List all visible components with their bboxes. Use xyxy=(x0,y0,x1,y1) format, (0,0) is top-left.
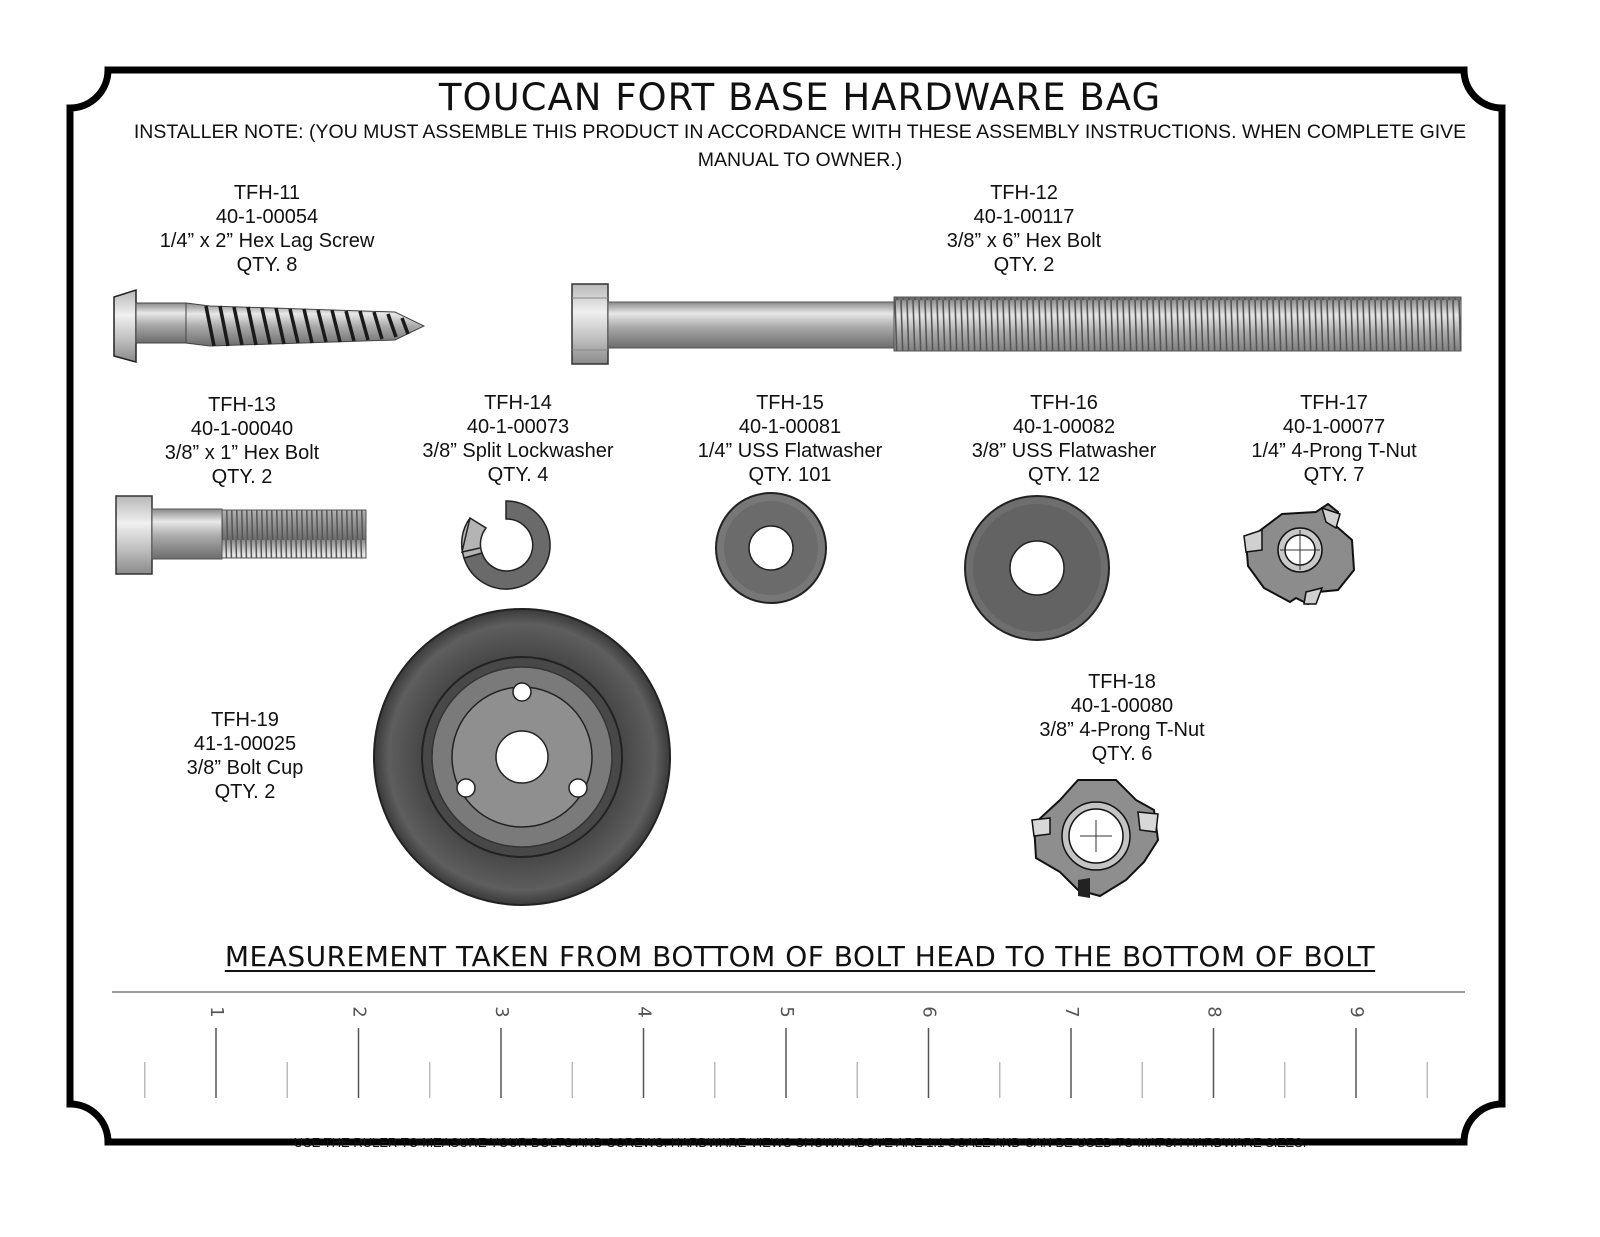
part-id: TFH-16 xyxy=(1030,392,1098,414)
part-number: 40-1-00080 xyxy=(1070,695,1174,717)
part-description: 1/4” x 2” Hex Lag Screw xyxy=(159,230,375,252)
part-number: 40-1-00081 xyxy=(738,416,842,438)
lag-screw-image xyxy=(113,288,426,363)
t-nut-three-eighths-image xyxy=(1031,779,1160,898)
ruler-number: 6 xyxy=(919,1006,940,1017)
part-description: 3/8” Bolt Cup xyxy=(186,757,304,779)
part-label-tfh-17: TFH-17 40-1-00077 1/4” 4-Prong T-Nut QTY… xyxy=(1184,391,1484,487)
part-number: 41-1-00025 xyxy=(193,733,297,755)
part-number: 40-1-00082 xyxy=(1012,416,1116,438)
ruler-number: 7 xyxy=(1061,1006,1082,1017)
part-description: 1/4” USS Flatwasher xyxy=(697,440,883,462)
part-id: TFH-11 xyxy=(233,182,301,204)
part-description: 3/8” x 6” Hex Bolt xyxy=(946,230,1102,252)
bolt-cup-image xyxy=(373,608,671,906)
part-number: 40-1-00054 xyxy=(215,206,319,228)
part-qty: QTY. 2 xyxy=(211,466,273,488)
footer-note: USE THE RULER TO MEASURE YOUR BOLTS AND … xyxy=(293,1135,1307,1150)
part-qty: QTY. 2 xyxy=(993,254,1055,276)
part-number: 40-1-00040 xyxy=(190,418,294,440)
part-qty: QTY. 6 xyxy=(1091,743,1153,765)
measurement-note-text: MEASUREMENT TAKEN FROM BOTTOM OF BOLT HE… xyxy=(224,940,1376,973)
part-id: TFH-12 xyxy=(990,182,1058,204)
part-label-tfh-18: TFH-18 40-1-00080 3/8” 4-Prong T-Nut QTY… xyxy=(972,670,1272,766)
part-qty: QTY. 4 xyxy=(487,464,549,486)
part-qty: QTY. 7 xyxy=(1303,464,1365,486)
long-hex-bolt-image xyxy=(571,283,1462,365)
part-description: 3/8” USS Flatwasher xyxy=(971,440,1157,462)
part-description: 1/4” 4-Prong T-Nut xyxy=(1251,440,1417,462)
measurement-note: MEASUREMENT TAKEN FROM BOTTOM OF BOLT HE… xyxy=(0,940,1600,973)
ruler-number: 1 xyxy=(206,1006,227,1017)
part-description: 3/8” Split Lockwasher xyxy=(422,440,614,462)
ruler-number: 5 xyxy=(776,1006,797,1017)
part-qty: QTY. 8 xyxy=(236,254,298,276)
part-id: TFH-17 xyxy=(1300,392,1368,414)
part-number: 40-1-00117 xyxy=(973,206,1075,228)
part-label-tfh-19: TFH-19 41-1-00025 3/8” Bolt Cup QTY. 2 xyxy=(95,708,395,804)
t-nut-quarter-image xyxy=(1243,502,1356,606)
part-number: 40-1-00077 xyxy=(1282,416,1386,438)
ruler-number: 3 xyxy=(491,1006,512,1017)
part-label-tfh-11: TFH-11 40-1-00054 1/4” x 2” Hex Lag Scre… xyxy=(117,181,417,277)
part-description: 3/8” x 1” Hex Bolt xyxy=(164,442,320,464)
part-qty: QTY. 101 xyxy=(748,464,832,486)
part-label-tfh-14: TFH-14 40-1-00073 3/8” Split Lockwasher … xyxy=(368,391,668,487)
part-description: 3/8” 4-Prong T-Nut xyxy=(1039,719,1205,741)
flatwasher-quarter-image xyxy=(715,492,827,604)
part-id: TFH-19 xyxy=(211,709,279,731)
part-label-tfh-13: TFH-13 40-1-00040 3/8” x 1” Hex Bolt QTY… xyxy=(92,393,392,489)
part-qty: QTY. 2 xyxy=(214,781,276,803)
split-lockwasher-image xyxy=(460,500,551,590)
part-id: TFH-13 xyxy=(208,394,276,416)
ruler-number: 2 xyxy=(349,1006,370,1017)
part-id: TFH-14 xyxy=(484,392,552,414)
part-label-tfh-15: TFH-15 40-1-00081 1/4” USS Flatwasher QT… xyxy=(640,391,940,487)
part-qty: QTY. 12 xyxy=(1028,464,1100,486)
part-id: TFH-18 xyxy=(1088,671,1156,693)
part-label-tfh-16: TFH-16 40-1-00082 3/8” USS Flatwasher QT… xyxy=(914,391,1214,487)
ruler-number: 8 xyxy=(1204,1006,1225,1017)
ruler-ticks xyxy=(144,1028,1428,1098)
short-hex-bolt-image xyxy=(115,495,367,575)
flatwasher-three-eighths-image xyxy=(964,495,1110,641)
part-label-tfh-12: TFH-12 40-1-00117 3/8” x 6” Hex Bolt QTY… xyxy=(874,181,1174,277)
page-title: TOUCAN FORT BASE HARDWARE BAG xyxy=(438,76,1162,119)
installer-note: INSTALLER NOTE: (YOU MUST ASSEMBLE THIS … xyxy=(133,121,1467,171)
part-number: 40-1-00073 xyxy=(466,416,570,438)
frame-border xyxy=(66,66,1506,1146)
part-id: TFH-15 xyxy=(756,392,824,414)
ruler-numbers: 1 2 3 4 5 6 7 8 9 xyxy=(206,1006,1367,1017)
ruler-number: 9 xyxy=(1346,1006,1367,1017)
ruler-number: 4 xyxy=(634,1006,655,1017)
